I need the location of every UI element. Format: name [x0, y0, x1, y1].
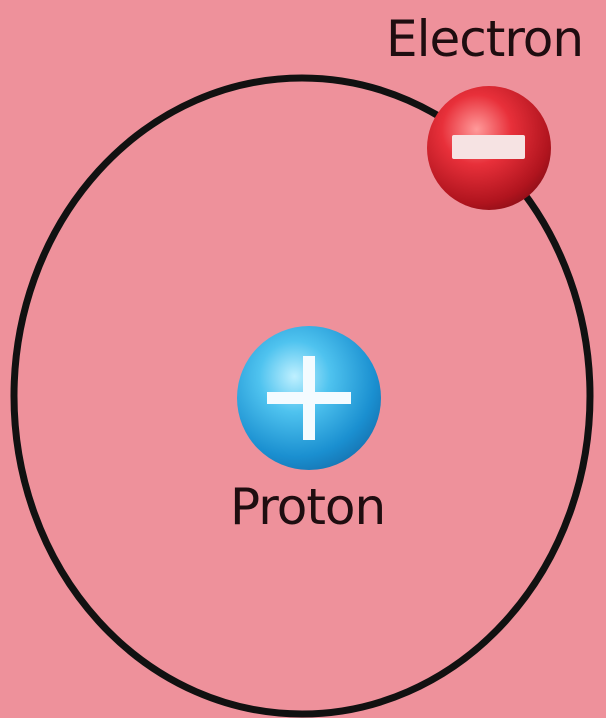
proton-label: Proton — [230, 482, 385, 532]
minus-icon — [452, 135, 525, 159]
proton — [237, 326, 381, 470]
electron-label: Electron — [386, 14, 583, 64]
electron — [427, 86, 551, 210]
